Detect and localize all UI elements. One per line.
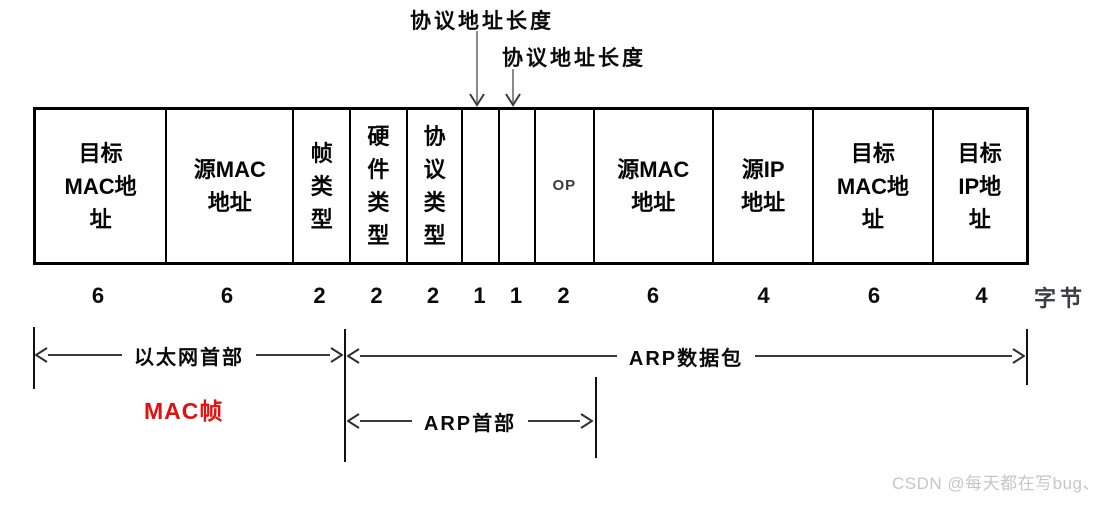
arp-packet-span-arrow: ARP数据包 xyxy=(347,345,1026,370)
arrow-line xyxy=(360,420,412,422)
field-label: 目标 MAC地 址 xyxy=(64,140,137,232)
arp-header-span-arrow: ARP首部 xyxy=(347,410,594,435)
field-cell-hw-addr-len xyxy=(461,110,498,262)
byte-count: 4 xyxy=(975,283,988,308)
byte-count: 1 xyxy=(509,283,523,308)
byte-count: 6 xyxy=(867,283,881,308)
csdn-watermark: CSDN @每天都在写bug、 xyxy=(891,474,1100,493)
arrow-head-left-icon xyxy=(35,347,48,363)
mac-frame-label: MAC帧 xyxy=(144,398,224,424)
arrow-head-left-icon xyxy=(347,348,360,364)
field-cell-sender-mac: 源MAC 地址 xyxy=(592,110,712,262)
field-cell-proto-addr-len xyxy=(498,110,534,262)
field-label: 硬 件 类 型 xyxy=(367,124,390,248)
field-label: 协 议 类 型 xyxy=(423,124,446,248)
field-cell-target-mac: 目标 MAC地 址 xyxy=(812,110,931,262)
span-divider-ethernet-arp xyxy=(344,329,346,462)
byte-count: 6 xyxy=(220,283,234,308)
span-tick-arp-header-end xyxy=(595,377,597,458)
field-label: OP xyxy=(552,176,577,194)
field-label: 源IP 地址 xyxy=(741,157,786,215)
down-arrow-icon xyxy=(469,31,485,107)
arrow-line xyxy=(528,420,581,422)
field-cell-src-mac: 源MAC 地址 xyxy=(165,110,292,262)
arrow-head-right-icon xyxy=(580,413,594,429)
field-label: 目标 IP地 址 xyxy=(957,140,1002,232)
field-cell-sender-ip: 源IP 地址 xyxy=(711,110,812,262)
field-cell-target-ip: 目标 IP地 址 xyxy=(931,110,1026,262)
arrow-line xyxy=(360,355,617,357)
protocol-addr-len-label-1: 协议地址长度 xyxy=(410,10,554,33)
byte-count: 2 xyxy=(370,283,383,308)
arp-header-label: ARP首部 xyxy=(423,412,517,435)
field-cell-op: OP xyxy=(533,110,593,262)
byte-count: 1 xyxy=(473,283,486,308)
field-label: 帧 类 型 xyxy=(310,140,333,232)
span-tick-right xyxy=(1026,329,1028,385)
arrow-head-right-icon xyxy=(330,347,343,363)
byte-count-row: 6 6 2 2 2 1 1 2 6 4 6 4 xyxy=(33,280,1029,312)
field-table: 目标 MAC地 址 源MAC 地址 帧 类 型 硬 件 类 型 协 议 类 型 … xyxy=(33,107,1029,265)
byte-count: 4 xyxy=(757,283,770,308)
arp-packet-label: ARP数据包 xyxy=(628,347,744,370)
field-cell-dst-mac: 目标 MAC地 址 xyxy=(36,110,165,262)
down-arrow-icon xyxy=(505,69,521,107)
arrow-line xyxy=(256,354,330,356)
byte-count: 6 xyxy=(646,283,660,308)
ethernet-header-label: 以太网首部 xyxy=(134,346,244,369)
field-cell-frame-type: 帧 类 型 xyxy=(292,110,349,262)
field-cell-proto-type: 协 议 类 型 xyxy=(405,110,462,262)
protocol-addr-len-label-2: 协议地址长度 xyxy=(502,47,646,70)
field-label: 目标 MAC地 址 xyxy=(836,140,909,232)
field-cell-hw-type: 硬 件 类 型 xyxy=(349,110,406,262)
byte-count: 6 xyxy=(91,283,105,308)
byte-count: 2 xyxy=(426,283,440,308)
byte-count: 2 xyxy=(313,283,326,308)
span-tick-left xyxy=(33,327,35,389)
field-label: 源MAC 地址 xyxy=(193,157,266,215)
field-label: 源MAC 地址 xyxy=(617,157,690,215)
byte-count: 2 xyxy=(557,283,570,308)
byte-unit-label: 字节 xyxy=(1034,286,1087,311)
ethernet-header-span-arrow: 以太网首部 xyxy=(35,344,343,369)
arrow-line xyxy=(48,354,122,356)
arrow-head-right-icon xyxy=(1012,348,1026,364)
arrow-head-left-icon xyxy=(347,413,360,429)
arrow-line xyxy=(755,355,1013,357)
